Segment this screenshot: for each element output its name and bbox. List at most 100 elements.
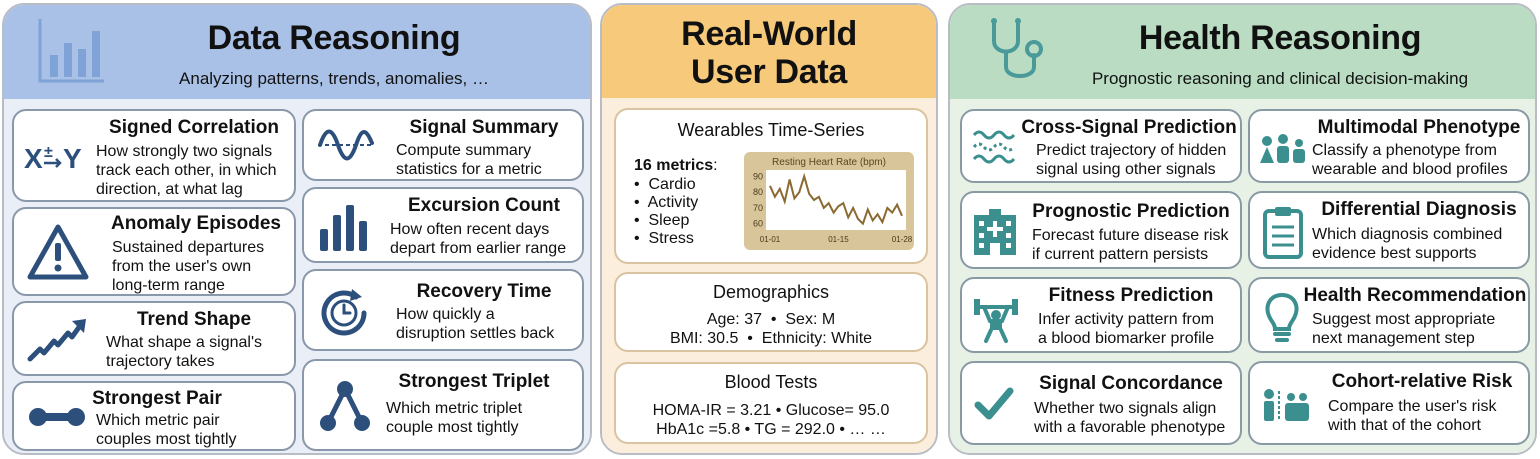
blood-line2: HbA1c =5.8 • TG = 292.0 • … … [656, 421, 886, 438]
stethoscope-icon [984, 15, 1056, 89]
card-title: Signed Correlation [109, 117, 279, 138]
card-prognostic-prediction: Prognostic Prediction Forecast future di… [960, 191, 1242, 269]
card-desc: Which diagnosis combined evidence best s… [1312, 226, 1503, 262]
card-strongest-pair: Strongest Pair Which metric pair couples… [12, 381, 296, 451]
bar-chart-icon [318, 203, 370, 253]
multi-wave-icon [972, 127, 1016, 167]
card-desc: Compare the user's risk with that of the… [1328, 398, 1497, 434]
wave-icon [316, 125, 374, 165]
card-recovery-time: Recovery Time How quickly a disruption s… [302, 269, 584, 351]
weightlifter-icon [972, 293, 1020, 343]
metric-label: Activity [647, 194, 699, 211]
card-signal-summary: Signal Summary Compute summary statistic… [302, 109, 584, 181]
card-title: Cross-Signal Prediction [1021, 117, 1237, 138]
card-desc: Infer activity pattern from a blood biom… [1038, 311, 1215, 347]
card-desc: Compute summary statistics for a metric [396, 142, 542, 178]
x-tick-label: 01-28 [892, 235, 913, 244]
panel-title: Data Reasoning [207, 19, 461, 57]
panel-title-line2: User Data [690, 53, 848, 91]
card-signed-correlation: X ± Y Signed Correlation How strongly tw… [12, 109, 296, 202]
metric-label: Sleep [648, 212, 690, 229]
health-reasoning-body: Cross-Signal Prediction Predict trajecto… [950, 99, 1535, 453]
panel-title-line1: Real-World [681, 15, 857, 53]
card-health-recommendation: Health Recommendation Suggest most appro… [1248, 277, 1530, 353]
card-excursion-count: Excursion Count How often recent days de… [302, 187, 584, 263]
panel-subtitle: Prognostic reasoning and clinical decisi… [1091, 69, 1469, 88]
card-anomaly-episodes: Anomaly Episodes Sustained departures fr… [12, 207, 296, 296]
checkmark-icon [974, 383, 1014, 423]
panel-title: Health Reasoning [1138, 19, 1422, 57]
metrics-colon: : [713, 157, 718, 174]
card-title: Anomaly Episodes [111, 213, 281, 234]
bar-chart-logo-icon [34, 15, 106, 87]
demographics-line2: BMI: 30.5 • Ethnicity: White [669, 330, 873, 347]
x-tick-label: 01-15 [828, 235, 849, 244]
hospital-icon [970, 207, 1020, 257]
card-title: Differential Diagnosis [1321, 199, 1517, 220]
card-desc: How quickly a disruption settles back [396, 306, 555, 342]
people-group-icon [1258, 133, 1308, 165]
user-data-header: Real-World User Data [602, 5, 936, 98]
card-title: Signal Summary [409, 117, 559, 138]
card-title: Cohort-relative Risk [1331, 371, 1513, 392]
metric-item: • Cardio [634, 176, 696, 193]
y-tick-label: 90 [753, 171, 763, 181]
metrics-block: 16 metrics: • Cardio • Activity • Sleep … [634, 156, 718, 248]
card-desc: How often recent days depart from earlie… [390, 221, 567, 257]
person-vs-group-icon [1262, 387, 1310, 423]
card-title: Multimodal Phenotype [1317, 117, 1521, 138]
health-reasoning-panel: Health Reasoning Prognostic reasoning an… [948, 3, 1537, 455]
demographics-line1: Age: 37 • Sex: M [706, 311, 836, 328]
metric-label: Cardio [648, 176, 696, 193]
y-tick-label: 70 [753, 203, 763, 213]
trend-arrow-icon [24, 315, 92, 365]
metric-item: • Stress [634, 230, 694, 247]
plot-area [766, 170, 906, 230]
card-title: Wearables Time-Series [677, 120, 865, 140]
card-title: Strongest Triplet [398, 371, 550, 392]
card-demographics: Demographics Age: 37 • Sex: M BMI: 30.5 … [614, 272, 928, 352]
metrics-heading: 16 metrics: [634, 156, 718, 176]
metric-item: • Activity [634, 194, 699, 211]
card-differential-diagnosis: Differential Diagnosis Which diagnosis c… [1248, 191, 1530, 269]
data-reasoning-header: Data Reasoning Analyzing patterns, trend… [4, 5, 590, 99]
card-fitness-prediction: Fitness Prediction Infer activity patter… [960, 277, 1242, 353]
card-desc: What shape a signal's trajectory takes [106, 334, 263, 370]
warning-triangle-icon [26, 223, 90, 281]
card-wearables: Wearables Time-Series 16 metrics: • Card… [614, 108, 928, 264]
card-title: Excursion Count [407, 195, 560, 216]
card-title: Prognostic Prediction [1032, 201, 1230, 222]
card-title: Recovery Time [416, 281, 552, 302]
card-title: Signal Concordance [1039, 373, 1223, 394]
card-cohort-relative-risk: Cohort-relative Risk Compare the user's … [1248, 361, 1530, 445]
card-title: Health Recommendation [1303, 285, 1527, 306]
metric-label: Stress [648, 230, 694, 247]
card-trend-shape: Trend Shape What shape a signal's trajec… [12, 301, 296, 376]
dumbbell-link-icon [28, 405, 86, 429]
card-blood-tests: Blood Tests HOMA-IR = 3.21 • Glucose= 95… [614, 362, 928, 444]
clipboard-icon [1262, 205, 1304, 259]
card-desc: Predict trajectory of hidden signal usin… [1036, 142, 1227, 178]
card-desc: Forecast future disease risk if current … [1032, 227, 1229, 263]
card-desc: Suggest most appropriate next management… [1312, 311, 1496, 347]
card-strongest-triplet: Strongest Triplet Which metric triplet c… [302, 359, 584, 451]
user-data-panel: Real-World User Data Wearables Time-Seri… [600, 3, 938, 455]
blood-line1: HOMA-IR = 3.21 • Glucose= 95.0 [652, 402, 890, 419]
panel-subtitle: Analyzing patterns, trends, anomalies, … [179, 69, 489, 88]
user-data-body: Wearables Time-Series 16 metrics: • Card… [602, 98, 936, 453]
x-plus-minus-y-icon: X ± Y [24, 139, 86, 175]
card-title: Strongest Pair [92, 388, 222, 409]
card-desc: Sustained departures from the user's own… [112, 239, 265, 294]
metric-item: • Sleep [634, 212, 690, 229]
card-multimodal-phenotype: Multimodal Phenotype Classify a phenotyp… [1248, 109, 1530, 183]
clock-recovery-icon [316, 285, 372, 341]
data-reasoning-body: X ± Y Signed Correlation How strongly tw… [4, 99, 590, 453]
card-desc: How strongly two signals track each othe… [96, 143, 277, 198]
y-tick-label: 80 [753, 187, 763, 197]
card-title: Blood Tests [724, 372, 818, 392]
x-tick-label: 01-01 [760, 235, 781, 244]
card-title: Trend Shape [136, 309, 252, 330]
y-tick-label: 60 [753, 219, 763, 229]
